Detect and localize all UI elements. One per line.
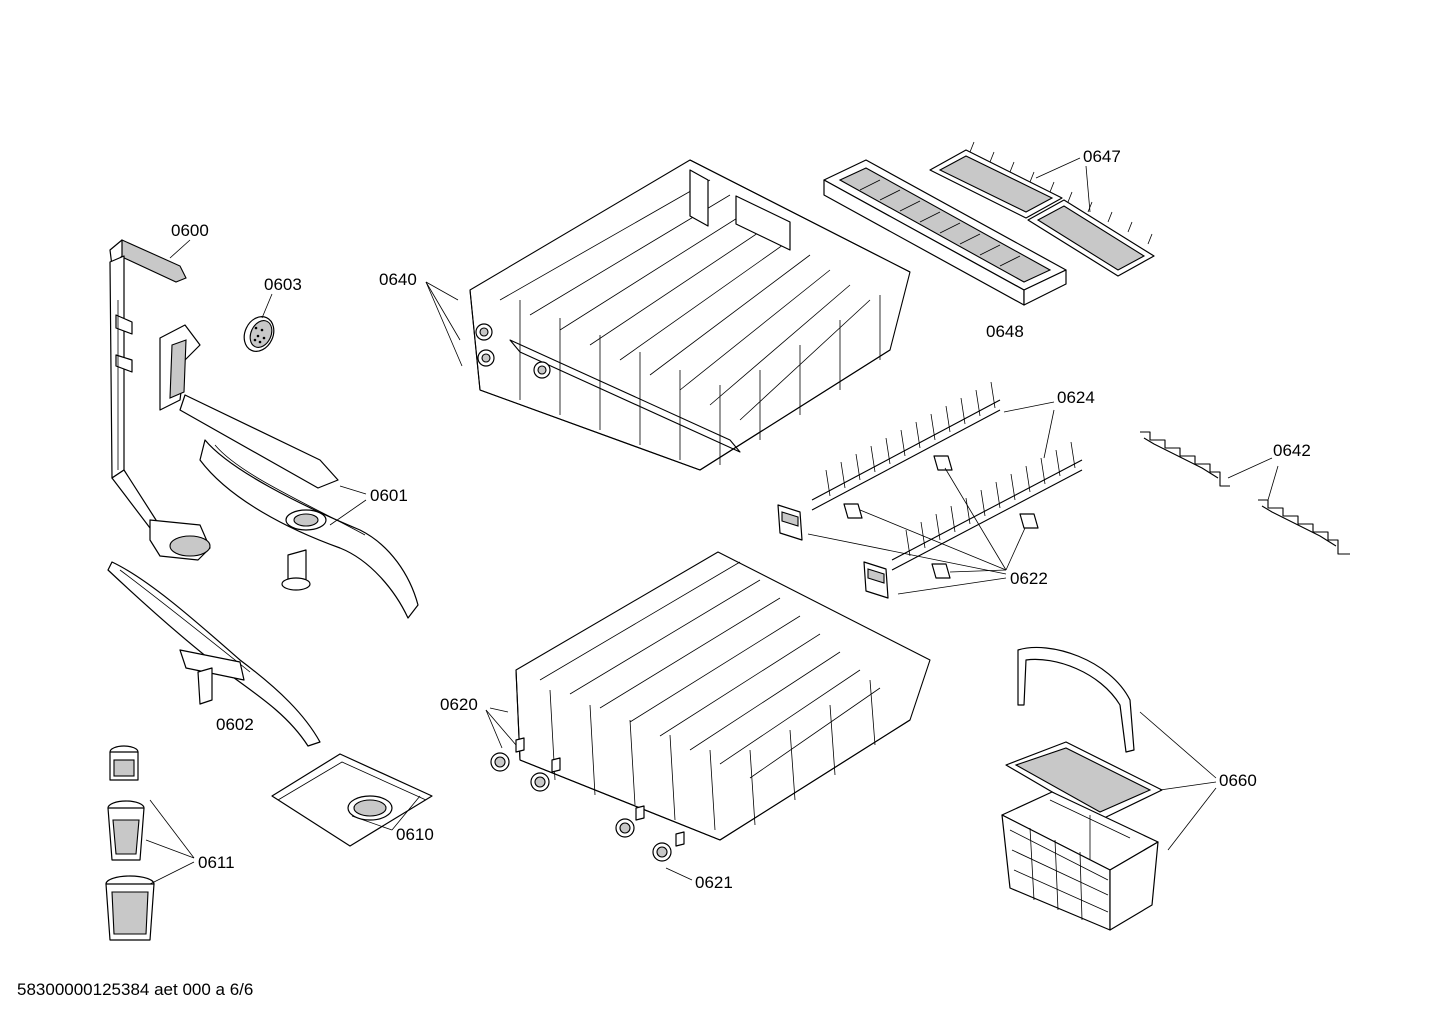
label-0648: 0648	[986, 322, 1024, 341]
part-0610-fine-filter-plate	[271, 753, 433, 847]
label-0660: 0660	[1219, 771, 1257, 790]
label-0640: 0640	[379, 270, 417, 289]
part-0624-tine-rows	[811, 381, 1083, 571]
part-0622-clips	[777, 455, 1039, 599]
label-0624: 0624	[1057, 388, 1095, 407]
part-0603-nozzle	[243, 316, 275, 352]
label-0603: 0603	[264, 275, 302, 294]
label-0621: 0621	[695, 873, 733, 892]
label-0622: 0622	[1010, 569, 1048, 588]
lower-basket	[515, 551, 931, 841]
leader-lines	[145, 157, 1279, 885]
label-0620: 0620	[440, 695, 478, 714]
label-0610: 0610	[396, 825, 434, 844]
part-labels: 0600 0603 0601 0602 0610 0611 0640 0647 …	[171, 147, 1311, 892]
label-0600: 0600	[171, 221, 209, 240]
part-0647-insert-grids	[929, 141, 1155, 277]
label-0602: 0602	[216, 715, 254, 734]
label-0611: 0611	[198, 853, 235, 872]
drawing-reference-code: 58300000125384 aet 000 a 6/6	[17, 980, 254, 999]
part-0620-0621-wheels	[490, 737, 685, 862]
part-0640-upper-basket	[469, 159, 911, 471]
part-0648-cutlery-tray	[823, 159, 1067, 306]
part-0602-lower-spray-arm	[107, 561, 321, 747]
part-0660-cutlery-basket	[1001, 646, 1163, 931]
label-0601: 0601	[370, 486, 408, 505]
part-0601-upper-spray-arm	[159, 324, 419, 619]
label-0642: 0642	[1273, 441, 1311, 460]
label-0647: 0647	[1083, 147, 1121, 166]
part-0600-supply-tube	[109, 239, 211, 561]
part-0642-racks	[1140, 431, 1350, 555]
part-0611-filter-set	[105, 745, 155, 941]
